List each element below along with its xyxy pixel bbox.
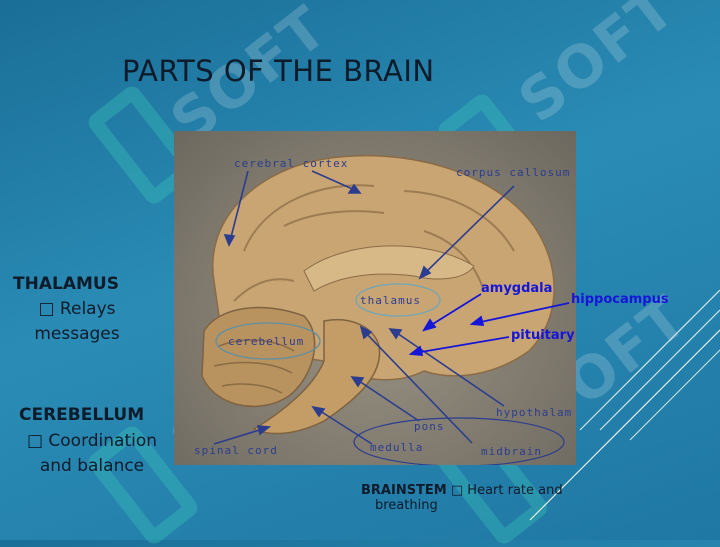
bullet-icon: □ <box>446 483 464 498</box>
cerebellum-line-1: □ Coordination <box>26 431 158 451</box>
label-hypothalamus: hypothalam <box>496 406 573 419</box>
label-amygdala: amygdala <box>481 281 553 296</box>
cerebellum-description: □ Coordination and balance <box>18 429 166 479</box>
page-title: PARTS OF THE BRAIN <box>122 54 435 88</box>
decorative-lines <box>529 290 720 521</box>
label-corpus-callosum: corpus callosum <box>456 166 571 179</box>
cerebellum-heading: CEREBELLUM <box>19 405 145 425</box>
brain-photo: cerebral cortex corpus callosum thalamus… <box>174 131 576 465</box>
bullet-icon: □ <box>38 299 55 319</box>
thalamus-description: □ Relays messages <box>22 297 132 347</box>
brainstem-text-2: breathing <box>375 498 438 513</box>
label-medulla: medulla <box>370 441 424 454</box>
thalamus-line-1: □ Relays <box>38 299 116 319</box>
cerebellum-line-2: and balance <box>39 456 145 476</box>
brainstem-heading: BRAINSTEM <box>361 483 447 498</box>
brain-illustration <box>201 154 570 465</box>
label-spinal-cord: spinal cord <box>194 444 278 457</box>
label-thalamus: thalamus <box>360 294 421 307</box>
bullet-icon: □ <box>26 431 43 451</box>
thalamus-heading: THALAMUS <box>13 274 119 294</box>
watermark-text: SOFT <box>505 0 689 136</box>
label-pons: pons <box>414 420 445 433</box>
label-cerebral-cortex: cerebral cortex <box>234 157 349 170</box>
label-pituitary: pituitary <box>511 328 575 343</box>
brainstem-text: Heart rate and <box>463 483 563 498</box>
label-hippocampus: hippocampus <box>571 292 669 307</box>
label-midbrain: midbrain <box>481 445 542 458</box>
label-cerebellum: cerebellum <box>228 335 305 348</box>
thalamus-line-2: messages <box>34 324 120 344</box>
brainstem-note: BRAINSTEM □ Heart rate and breathing <box>361 483 563 513</box>
